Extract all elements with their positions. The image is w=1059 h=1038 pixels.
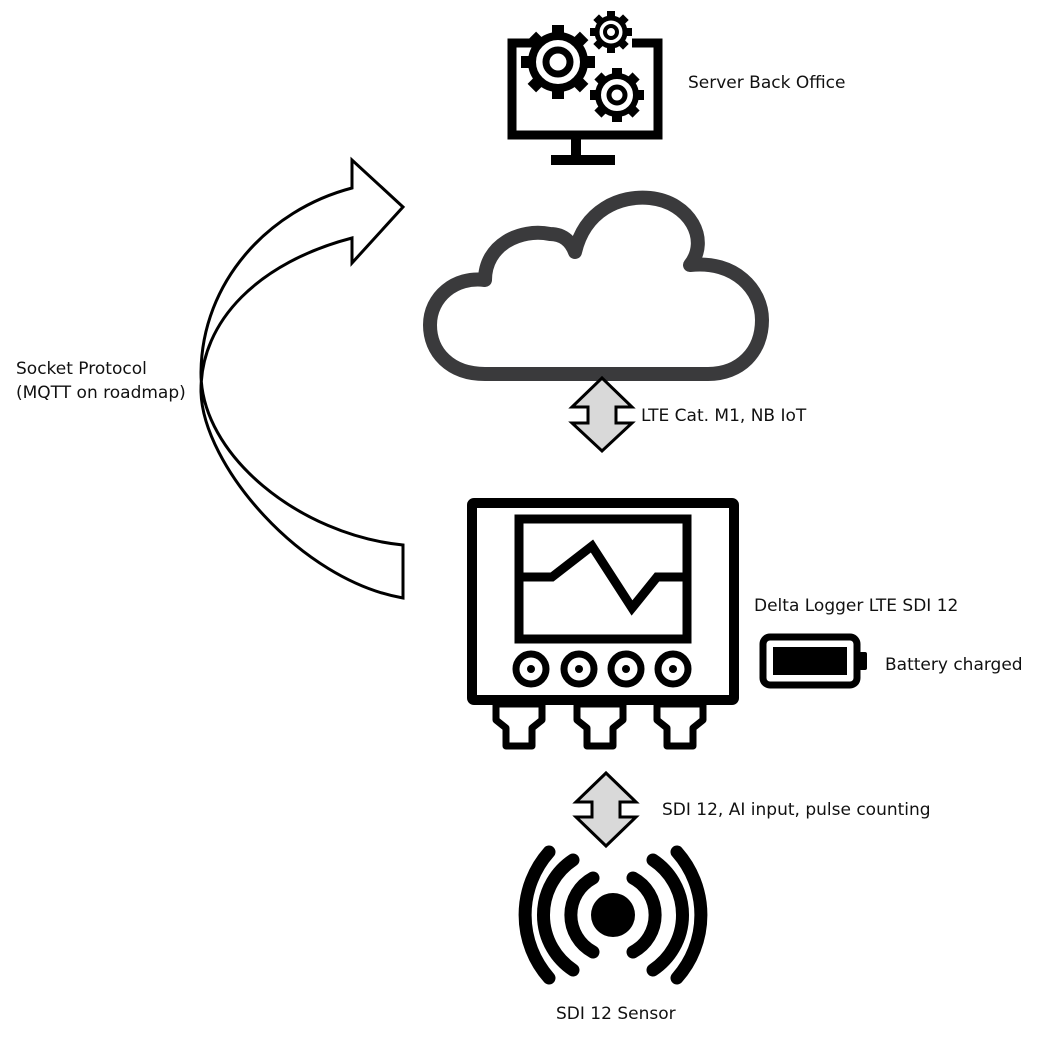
server-label: Server Back Office — [688, 73, 846, 93]
cloud-icon — [423, 190, 769, 381]
sdi-link-label: SDI 12, AI input, pulse counting — [662, 800, 931, 820]
monitor-gears-icon — [507, 11, 663, 165]
medium-gear-icon — [590, 68, 644, 122]
lte-link-label: LTE Cat. M1, NB IoT — [641, 406, 807, 426]
logger-label: Delta Logger LTE SDI 12 — [754, 596, 959, 616]
curved-arrow-icon — [199, 156, 406, 600]
battery-full-icon — [759, 633, 867, 689]
data-logger-icon — [467, 498, 739, 750]
large-gear-icon — [521, 25, 595, 99]
socket-protocol-label: Socket Protocol (MQTT on roadmap) — [16, 357, 186, 405]
sensor-label: SDI 12 Sensor — [556, 1004, 676, 1024]
small-gear-icon — [590, 11, 632, 53]
socket-protocol-line1: Socket Protocol — [16, 359, 147, 379]
lte-double-arrow-icon — [568, 375, 636, 454]
battery-label: Battery charged — [885, 655, 1023, 675]
sdi-double-arrow-icon — [572, 770, 640, 849]
wireless-signal-icon — [518, 845, 708, 985]
socket-protocol-line2: (MQTT on roadmap) — [16, 383, 186, 403]
